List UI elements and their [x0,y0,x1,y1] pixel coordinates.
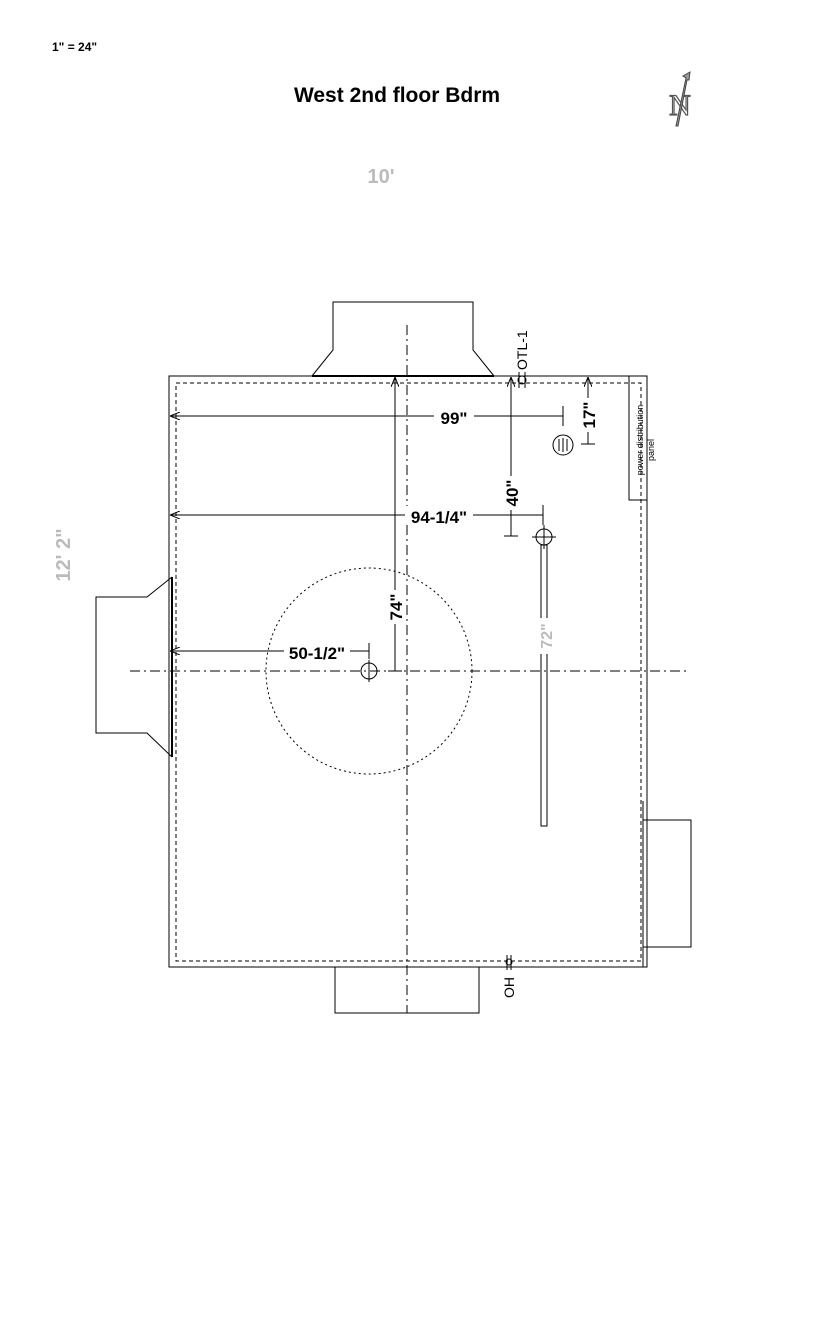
room-inner-line [175,382,642,962]
svg-text:94-1/4": 94-1/4" [411,508,467,527]
panel-label-line2: panel [646,439,656,461]
svg-text:74": 74" [387,594,406,621]
scale-label: 1" = 24" [52,40,97,54]
overhead-label: OH [501,977,517,998]
svg-text:17": 17" [580,402,599,429]
top-bay-window [311,301,495,377]
svg-text:40": 40" [503,480,522,507]
right-closet [642,819,692,948]
dimension-94-1-4: 94-1/4" [170,505,544,527]
overhead-outlet-icon [505,955,513,970]
outlet-label: OTL-1 [514,330,530,370]
dimension-74: 74" [386,377,406,672]
dimension-50-1-2: 50-1/2" [170,642,370,663]
svg-text:99": 99" [441,409,468,428]
svg-text:50-1/2": 50-1/2" [289,644,345,663]
north-arrow-icon: N [669,71,691,127]
fan-sweep-circle [265,567,473,775]
power-distribution-panel [628,375,648,501]
dimension-72: 72" [539,623,556,648]
dimension-99: 99" [170,406,564,428]
light-track [540,544,548,827]
ceiling-fixture-icon [360,660,378,682]
panel-label-line1: power distribution [635,405,645,476]
room-length-label: 12' 2" [53,528,75,581]
dimension-17: 17" [579,377,599,445]
page-title: West 2nd floor Bdrm [294,84,500,107]
dimension-40: 40" [502,377,522,537]
room-width-label: 10' [367,166,394,188]
outlet-icon [517,372,527,388]
smoke-detector-icon [552,434,574,456]
left-bay-window [95,576,173,758]
